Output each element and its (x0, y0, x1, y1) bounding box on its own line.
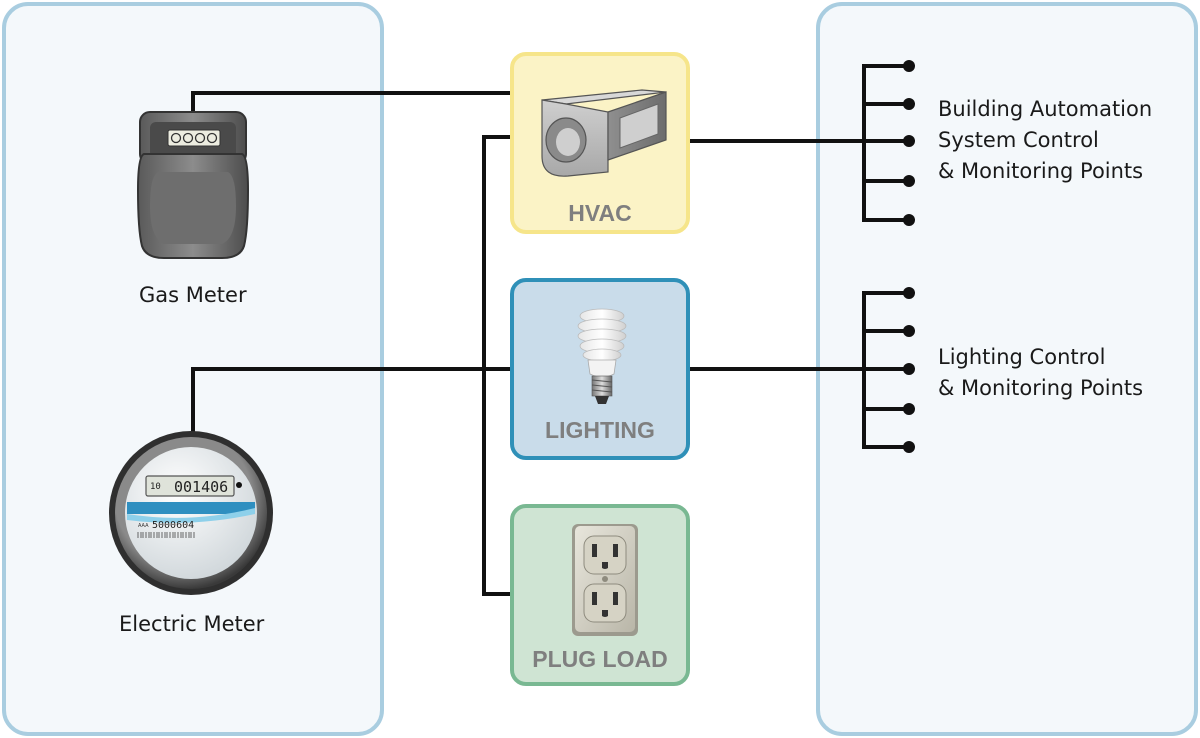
cfl-bulb-icon (577, 308, 627, 404)
bas-control-points-label: Building Automation System Control & Mon… (938, 97, 1153, 183)
gas-meter-icon (136, 111, 250, 259)
hvac-duct-icon (541, 89, 667, 177)
bas-point-dot (903, 175, 915, 187)
bas-point-dot (903, 135, 915, 147)
electric-meter-serial: 5000604 (152, 520, 194, 531)
lighting-points-comb (862, 291, 910, 449)
electric-meter-label: Electric Meter (119, 612, 265, 636)
bas-points-comb (862, 64, 910, 222)
plug-load-box: PLUG LOAD (510, 504, 690, 686)
lighting-control-points-label: Lighting Control & Monitoring Points (938, 345, 1144, 400)
electric-to-lighting-wire (191, 367, 514, 432)
lighting-point-dot (903, 363, 915, 375)
electric-bus-wire (482, 135, 514, 596)
electric-meter-small-mark: AAA (138, 523, 149, 529)
lighting-point-dot (903, 441, 915, 453)
outlet-icon (572, 524, 638, 636)
plug-load-label: PLUG LOAD (532, 646, 668, 672)
bas-point-dot (903, 214, 915, 226)
lighting-box: LIGHTING (510, 278, 690, 460)
lighting-label: LIGHTING (545, 417, 655, 443)
electric-meter-icon: 10 001406 AAA 5000604 (109, 431, 273, 595)
electric-meter-display: 001406 (174, 478, 228, 496)
hvac-label: HVAC (568, 200, 632, 226)
bas-point-dot (903, 60, 915, 72)
lighting-point-dot (903, 403, 915, 415)
gas-to-hvac-wire (191, 91, 514, 114)
bas-point-dot (903, 98, 915, 110)
lighting-point-dot (903, 287, 915, 299)
electric-meter-display-prefix: 10 (150, 482, 161, 492)
hvac-box: HVAC (510, 52, 690, 234)
gas-meter-label: Gas Meter (139, 283, 247, 307)
lighting-point-dot (903, 325, 915, 337)
